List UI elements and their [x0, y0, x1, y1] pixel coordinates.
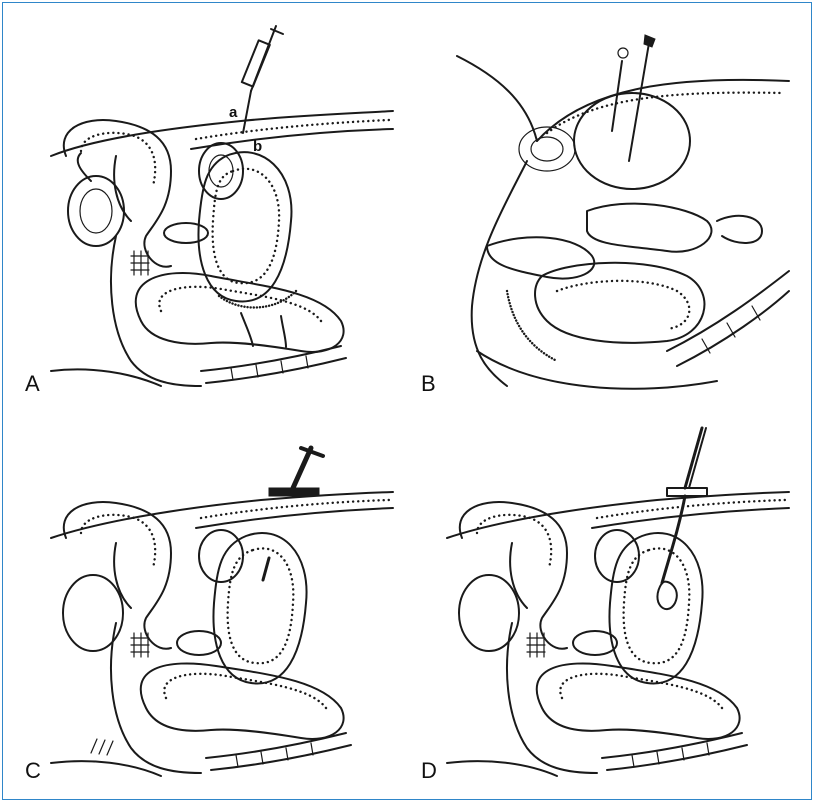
panel-b: B [417, 21, 797, 401]
panel-d: D [417, 408, 797, 788]
panel-label-c: C [25, 760, 41, 782]
panel-label-a: A [25, 373, 40, 395]
panel-a: a b A [21, 21, 401, 401]
panel-label-d: D [421, 760, 437, 782]
mark-b: b [253, 139, 262, 154]
panel-label-b: B [421, 373, 436, 395]
panel-a-illustration [21, 21, 401, 401]
panel-c-illustration [21, 408, 401, 788]
panel-b-illustration [417, 21, 797, 401]
panel-d-illustration [417, 408, 797, 788]
panel-c: C [21, 408, 401, 788]
mark-a: a [229, 105, 237, 120]
